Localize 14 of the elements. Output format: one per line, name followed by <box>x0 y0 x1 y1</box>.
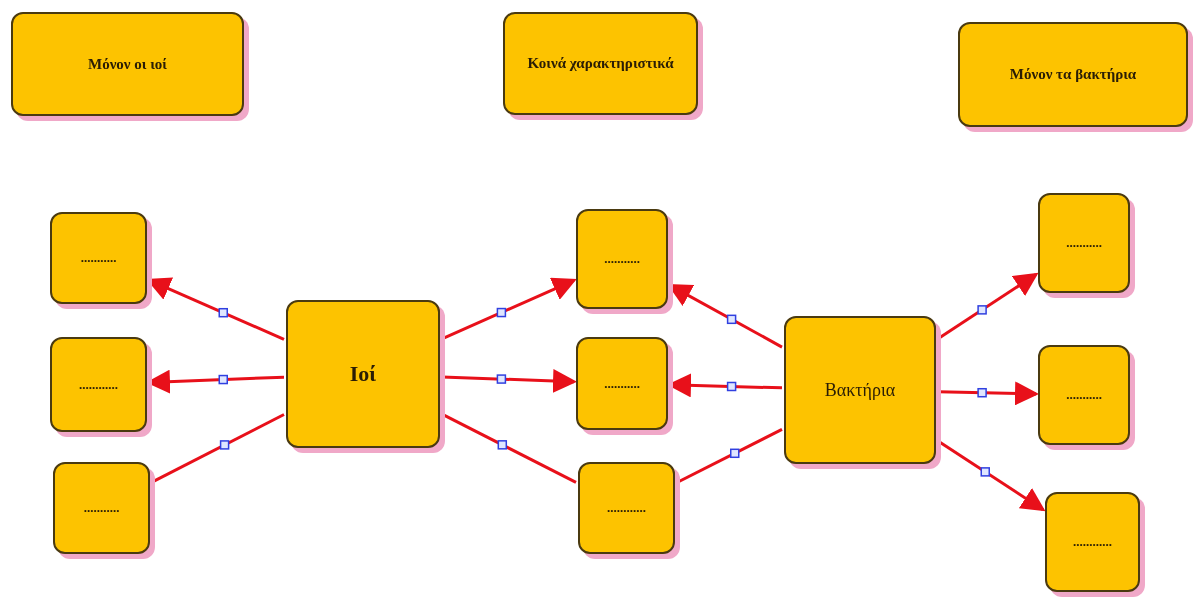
box-label: Μόνον τα βακτήρια <box>1009 66 1137 83</box>
box-label: ........... <box>83 500 120 516</box>
box-label: ........... <box>604 251 640 267</box>
box-label: ........... <box>80 250 117 266</box>
box-label: ............ <box>79 376 118 393</box>
box-label: Μόνον οι ιοί <box>88 55 167 73</box>
box-label: ........... <box>1066 387 1102 403</box>
box-label: ........... <box>604 375 640 392</box>
box-label: Ιοί <box>349 361 377 387</box>
box-label: ............ <box>607 500 646 516</box>
box-label: Κοινά χαρακτηριστικά <box>527 55 674 72</box>
box-label: ........... <box>1066 235 1102 251</box>
box-label: ............ <box>1073 534 1112 550</box>
box-label: Βακτήρια <box>824 379 896 401</box>
